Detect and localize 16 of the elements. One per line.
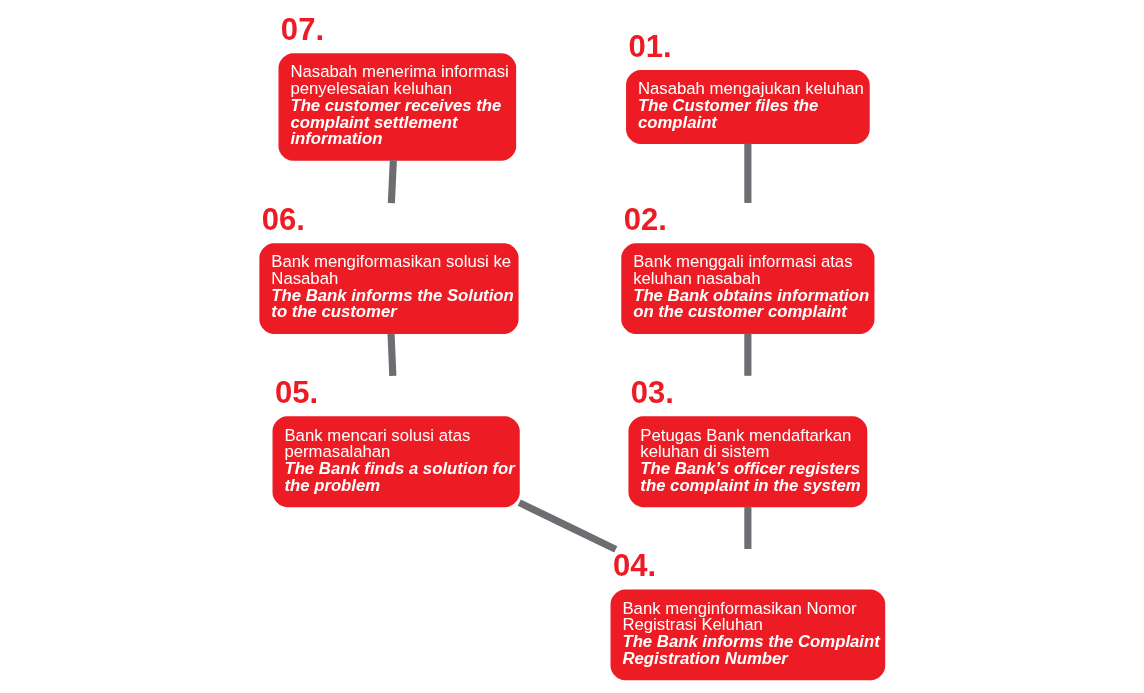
node-label: 07. [280,11,325,47]
node-label: 03. [630,374,674,410]
node-label: 02. [623,201,667,237]
node-label: 04. [612,548,657,584]
node-box: Bank mengiformasikan solusi ke Nasabah The Bank informs the Solution to the customer [259,243,519,334]
node-label: 05. [274,374,319,410]
node-box: Petugas Bank mendaftarkan keluhan di sistem The Bank’s officer registers the complaint in the system [628,416,868,508]
node-box: Nasabah mengajukan keluhan The Customer files the complaint [626,70,870,145]
node-label: 01. [628,28,672,64]
node-label: 06. [261,201,305,237]
node-box: Bank mencari solusi atas permasalahan The Bank finds a solution for the problem [272,416,520,508]
connector [387,160,397,204]
node-box: Bank menginformasikan Nomor Registrasi Keluhan The Bank informs the Complaint Registration Number [610,589,886,681]
node-box: Nasabah menerima informasi penyelesaian keluhan The customer receives the complaint settlement information [278,53,517,161]
connector [517,499,618,553]
node-box: Bank menggali informasi atas keluhan nasabah The Bank obtains information on the customer complaint [621,243,875,334]
